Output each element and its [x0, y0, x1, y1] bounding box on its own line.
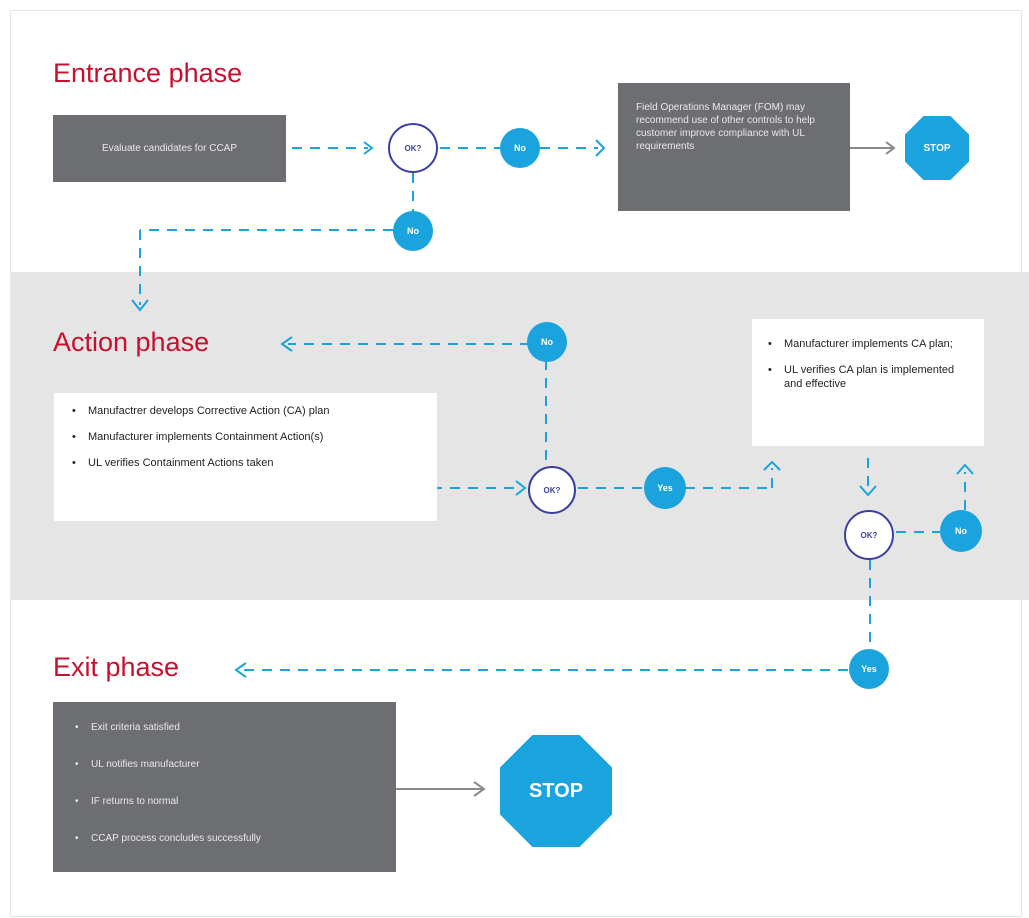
ca-plan-list: Manufacturer implements CA plan; UL veri… — [766, 337, 970, 391]
fom-recommendation-box: Field Operations Manager (FOM) may recom… — [618, 83, 850, 211]
ca-plan-step: Manufacturer implements CA plan; — [766, 337, 970, 351]
evaluate-candidates-label: Evaluate candidates for CCAP — [101, 143, 238, 154]
stop-sign-entrance: STOP — [905, 116, 969, 180]
decision-ok-action: OK? — [528, 466, 576, 514]
decision-ok-ca: OK? — [844, 510, 894, 560]
action-step: Manufactrer develops Corrective Action (… — [70, 405, 425, 417]
action-step: UL verifies Containment Actions taken — [70, 457, 425, 469]
no-badge-entrance-down: No — [393, 211, 433, 251]
exit-phase-title: Exit phase — [53, 652, 180, 682]
no-badge-entrance: No — [500, 128, 540, 168]
action-step: Manufacturer implements Containment Acti… — [70, 431, 425, 443]
no-badge-action: No — [527, 322, 567, 362]
exit-criteria-list: Exit criteria satisfied UL notifies manu… — [73, 722, 382, 844]
ca-plan-step: UL verifies CA plan is implemented and e… — [766, 363, 970, 391]
evaluate-candidates-box: Evaluate candidates for CCAP — [53, 115, 286, 182]
action-steps-box: Manufactrer develops Corrective Action (… — [54, 393, 437, 521]
action-steps-list: Manufactrer develops Corrective Action (… — [70, 405, 425, 469]
exit-step: IF returns to normal — [73, 796, 382, 807]
decision-ok-entrance: OK? — [388, 123, 438, 173]
entrance-phase-title: Entrance phase — [53, 58, 243, 88]
yes-badge-exit: Yes — [849, 649, 889, 689]
exit-criteria-box: Exit criteria satisfied UL notifies manu… — [53, 702, 396, 872]
fom-recommendation-text: Field Operations Manager (FOM) may recom… — [636, 102, 815, 152]
stop-sign-exit: STOP — [500, 735, 612, 847]
exit-step: CCAP process concludes successfully — [73, 833, 382, 844]
action-phase-title: Action phase — [53, 327, 210, 357]
exit-step: UL notifies manufacturer — [73, 759, 382, 770]
yes-badge-action: Yes — [644, 467, 686, 509]
ca-plan-box: Manufacturer implements CA plan; UL veri… — [752, 319, 984, 446]
exit-step: Exit criteria satisfied — [73, 722, 382, 733]
no-badge-ca: No — [940, 510, 982, 552]
